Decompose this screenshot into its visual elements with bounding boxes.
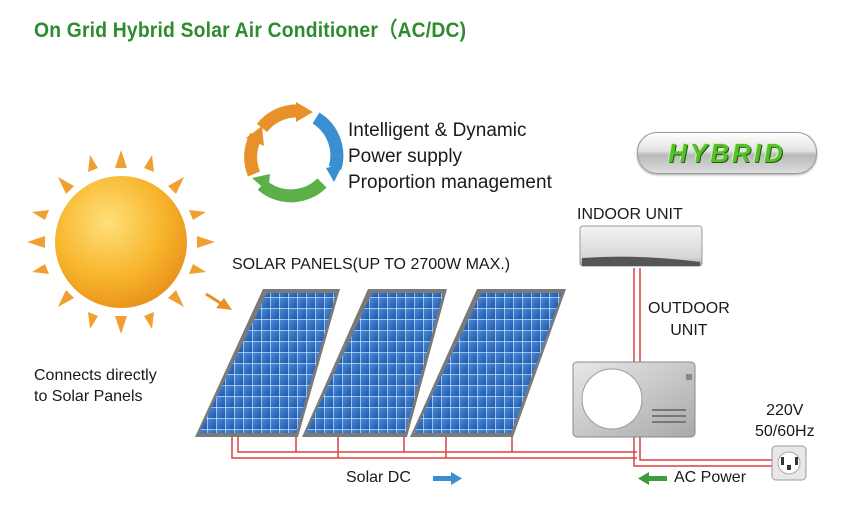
- cycle-text-line-2: Power supply: [348, 146, 463, 167]
- solar-dc-label: Solar DC: [346, 469, 411, 486]
- unit-wiring: [633, 268, 778, 467]
- voltage-label: 220V 50/60Hz: [755, 402, 815, 440]
- solar-panel-2: [302, 289, 447, 437]
- intelligent-power-text: Intelligent & Dynamic Power supply Propo…: [348, 118, 552, 196]
- outdoor-unit: [572, 361, 696, 438]
- indoor-unit-label: INDOOR UNIT: [577, 206, 683, 223]
- solar-panel-1: [195, 289, 340, 437]
- page-title: On Grid Hybrid Solar Air Conditioner（AC/…: [34, 19, 467, 42]
- ac-power-arrow-icon: [638, 472, 667, 485]
- hybrid-badge-text: HYBRID: [668, 138, 786, 168]
- power-outlet-icon: [771, 445, 807, 481]
- cycle-arrows-icon: [244, 102, 344, 203]
- solar-panel-3: [410, 289, 566, 437]
- cycle-text-line-1: Intelligent & Dynamic: [348, 120, 527, 141]
- sun-icon: [27, 150, 215, 334]
- solar-panels-label: SOLAR PANELS(UP TO 2700W MAX.): [232, 256, 511, 273]
- outdoor-unit-label: OUTDOOR UNIT: [648, 300, 730, 339]
- dc-wiring: [231, 437, 637, 459]
- sun-arrow-icon: [205, 292, 232, 310]
- indoor-unit: [579, 225, 703, 267]
- cycle-text-line-3: Proportion management: [348, 172, 552, 193]
- connects-label: Connects directly to Solar Panels: [34, 367, 157, 405]
- hybrid-badge: HYBRID: [637, 132, 817, 174]
- ac-power-label: AC Power: [674, 469, 747, 486]
- solar-dc-arrow-icon: [433, 472, 462, 485]
